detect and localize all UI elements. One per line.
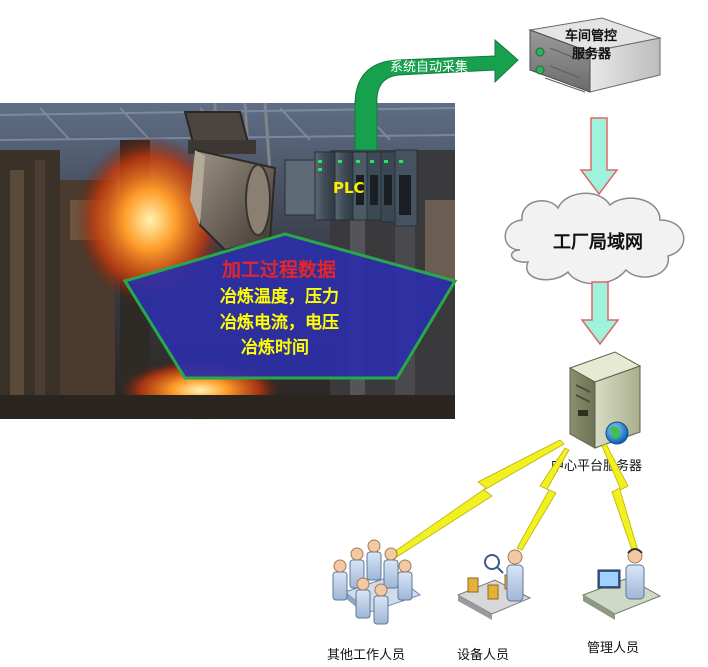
equipment-staff-icon (456, 549, 532, 620)
other-staff-icon (332, 539, 422, 625)
process-data-line-1: 冶炼温度，压力 (220, 286, 339, 307)
auto-collect-arrow: 系统自动采集 (354, 38, 519, 151)
process-data-title: 加工过程数据 (221, 258, 336, 281)
plc-unit: PLC (284, 149, 418, 227)
process-data-panel: 加工过程数据 冶炼温度，压力 冶炼电流，电压 冶炼时间 (122, 232, 458, 380)
workshop-server-label-1: 车间管控 (565, 28, 617, 44)
other-staff-label: 其他工作人员 (327, 648, 405, 663)
management-staff-icon (581, 548, 662, 620)
lightning-to-equipment (516, 447, 570, 551)
factory-lan-label: 工厂局域网 (553, 231, 643, 253)
center-server-label: 中心平台服务器 (551, 458, 642, 474)
process-data-line-2: 冶炼电流，电压 (220, 312, 339, 333)
auto-collect-label: 系统自动采集 (390, 59, 468, 75)
equipment-staff-label: 设备人员 (457, 647, 509, 663)
arrow-lan-to-center (580, 281, 620, 346)
process-data-line-3: 冶炼时间 (241, 337, 309, 358)
wireless-links (387, 439, 640, 561)
factory-lan-cloud: 工厂局域网 (504, 192, 685, 285)
arrow-server-to-lan (579, 117, 619, 196)
workshop-server-label-2: 服务器 (572, 46, 612, 62)
plc-label: PLC (333, 179, 365, 197)
lightning-to-others (387, 439, 565, 561)
management-staff-label: 管理人员 (587, 641, 639, 656)
workshop-server: 车间管控 服务器 (528, 17, 662, 93)
